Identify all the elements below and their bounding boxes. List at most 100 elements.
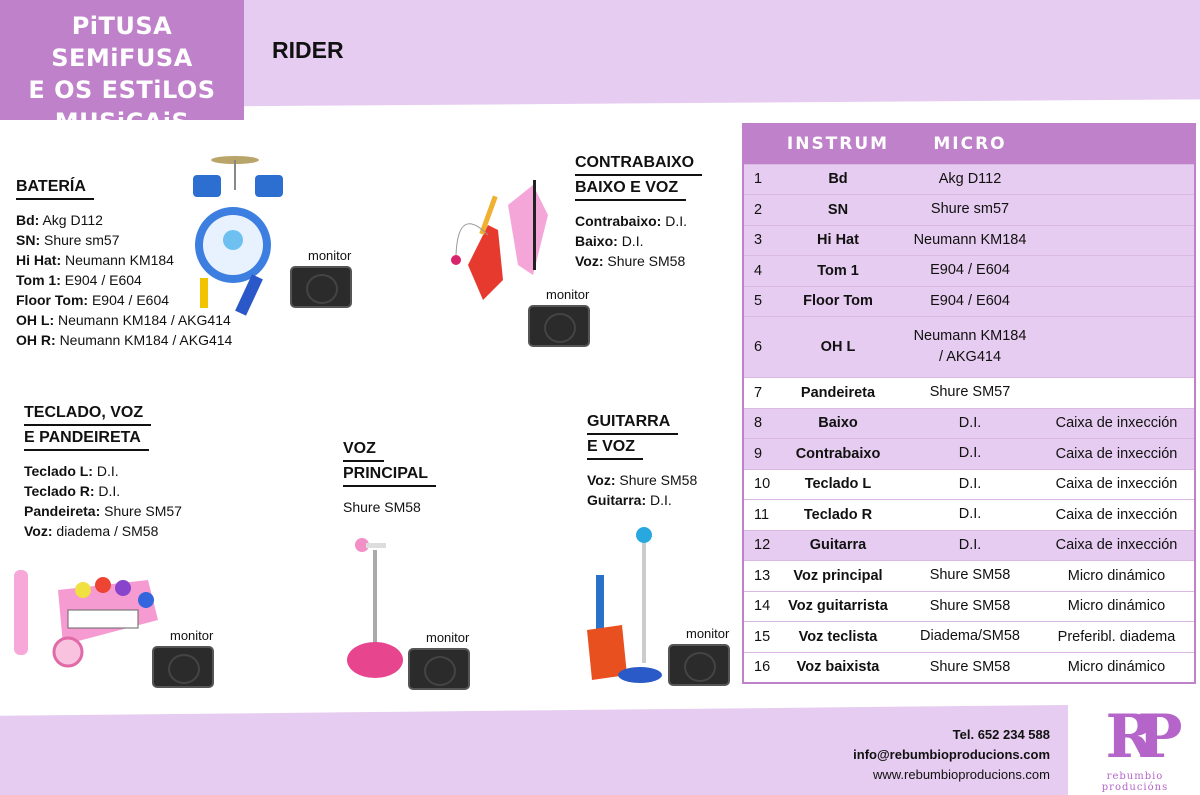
spec-value: E904 / E604	[91, 292, 170, 308]
spec-value: E904 / E604	[64, 272, 142, 288]
spec-line: SN: Shure sm57	[16, 230, 232, 250]
instrument: Guitarra	[775, 529, 901, 561]
spec-line: Voz: Shure SM58	[587, 470, 697, 490]
microphone: D.I.	[901, 529, 1039, 561]
logo-text: rebumbio producións	[1101, 771, 1169, 793]
note	[1039, 316, 1195, 378]
instrument: OH L	[775, 316, 901, 378]
row-number: 14	[743, 590, 775, 622]
instrument: Voz principal	[775, 560, 901, 591]
col-header-instrum: INSTRUM	[775, 124, 901, 164]
spec-line: Baixo: D.I.	[575, 231, 702, 251]
spec-label: Bd:	[16, 212, 40, 228]
spec-line: Guitarra: D.I.	[587, 490, 697, 510]
microphone: Shure SM58	[901, 651, 1039, 683]
spec-line: Voz: diadema / SM58	[24, 521, 182, 541]
spec-label: Hi Hat:	[16, 252, 62, 268]
row-number: 6	[743, 316, 775, 378]
row-number: 7	[743, 377, 775, 408]
heading-line: E PANDEIRETA	[24, 427, 149, 451]
microphone: E904 / E604	[901, 285, 1039, 317]
monitor-label: monitor	[170, 628, 214, 643]
note	[1039, 224, 1195, 256]
note	[1039, 163, 1195, 195]
phone: Tel. 652 234 588	[952, 727, 1050, 742]
microphone: D.I.	[901, 468, 1039, 500]
microphone: Shure sm57	[901, 194, 1039, 225]
website-link[interactable]: www.rebumbioproducions.com	[872, 767, 1050, 782]
col-header	[1039, 124, 1195, 164]
instrument: Teclado R	[775, 499, 901, 530]
title-line: E OS ESTiLOS	[28, 76, 216, 104]
spec-line: Teclado L: D.I.	[24, 461, 182, 481]
spec-label: Contrabaixo:	[575, 213, 662, 229]
spec-label: Voz:	[587, 472, 616, 488]
note: Preferibl. diadema	[1039, 621, 1195, 652]
spec-value: Shure SM58	[619, 472, 698, 488]
instrument: SN	[775, 194, 901, 225]
spec-line: Tom 1: E904 / E604	[16, 270, 232, 290]
monitor-image: monitor	[528, 287, 590, 347]
heading-line: CONTRABAIXO	[575, 152, 703, 176]
microphone: D.I.	[901, 499, 1039, 530]
guitar-mic-image	[587, 527, 662, 683]
spec-label: Teclado L:	[24, 463, 93, 479]
instrument: Voz guitarrista	[775, 590, 901, 622]
spec-label: Voz:	[24, 523, 53, 539]
contact-info: Tel. 652 234 588 info@rebumbioproducions…	[853, 725, 1050, 785]
note	[1039, 194, 1195, 225]
footer-band	[0, 705, 1068, 795]
microphone: E904 / E604	[901, 255, 1039, 286]
monitor-image: monitor	[668, 626, 730, 686]
row-number: 16	[743, 651, 775, 683]
microphone-stand-image	[347, 538, 403, 678]
spec-label: Floor Tom:	[16, 292, 89, 308]
microphone: D.I.	[901, 407, 1039, 439]
monitor-image: monitor	[290, 248, 352, 308]
note	[1039, 377, 1195, 408]
spec-label: Pandeireta:	[24, 503, 101, 519]
spec-label: Voz:	[575, 253, 604, 269]
heading-line: BAIXO E VOZ	[575, 177, 687, 201]
instrument: Floor Tom	[775, 285, 901, 317]
email-link[interactable]: info@rebumbioproducions.com	[853, 747, 1050, 762]
microphone: Shure SM58	[901, 560, 1039, 591]
spec-label: SN:	[16, 232, 41, 248]
guitar-violin-image	[451, 180, 548, 300]
spec-line: OH L: Neumann KM184 / AKG414	[16, 310, 232, 330]
spec-line: Hi Hat: Neumann KM184	[16, 250, 232, 270]
show-title: PiTUSA SEMiFUSA E OS ESTiLOS MUSiCAiS	[0, 0, 244, 136]
row-number: 10	[743, 468, 775, 500]
instrument: Hi Hat	[775, 224, 901, 256]
row-number: 8	[743, 407, 775, 439]
col-header	[743, 124, 775, 164]
monitor-label: monitor	[546, 287, 590, 302]
note: Caixa de inxección	[1039, 529, 1195, 561]
note: Caixa de inxección	[1039, 499, 1195, 530]
row-number: 5	[743, 285, 775, 317]
monitor-label: monitor	[426, 630, 470, 645]
spec-value: D.I.	[650, 492, 672, 508]
spec-value: Shure sm57	[44, 232, 120, 248]
microphone: Diadema/SM58	[901, 621, 1039, 652]
note: Caixa de inxección	[1039, 438, 1195, 469]
monitor-image: monitor	[152, 628, 214, 688]
spec-value: D.I.	[665, 213, 688, 229]
